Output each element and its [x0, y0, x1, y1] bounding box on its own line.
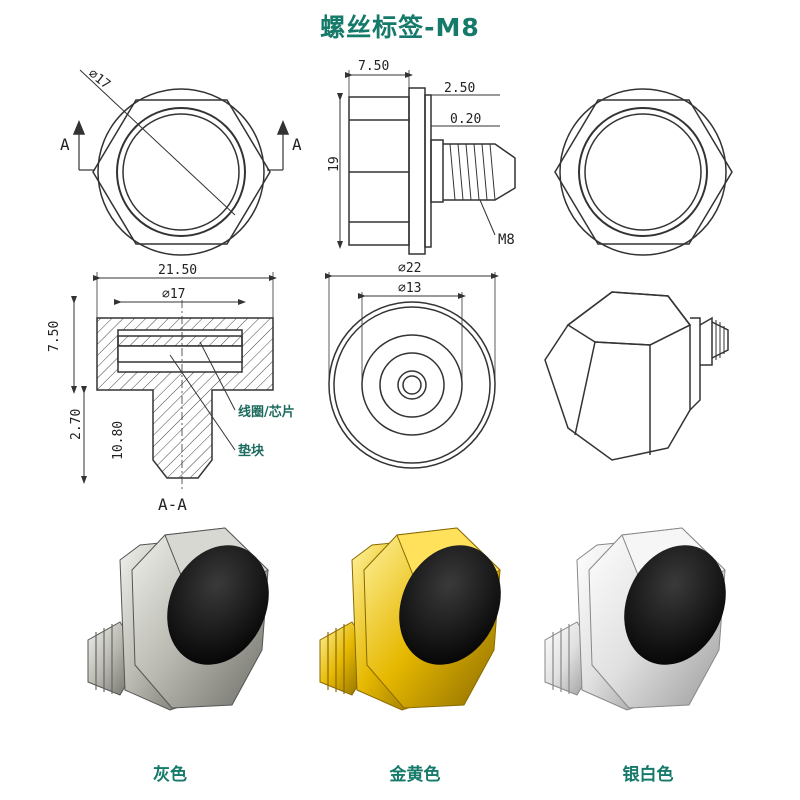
height-2-70-label: 2.70 [69, 409, 84, 440]
front-view [72, 69, 290, 256]
variant-silver-caption: 银白色 [622, 765, 674, 785]
section-a-a-label: A-A [158, 495, 187, 514]
height-10-80-label: 10.80 [111, 421, 126, 460]
side-view [337, 70, 516, 255]
section-arrow-left-label: A [60, 135, 70, 154]
width-21-50-label: 21.50 [158, 263, 197, 278]
variant-gold-caption: 金黄色 [389, 765, 441, 785]
height-7-50-label: 7.50 [47, 321, 62, 352]
height-19-label: 19 [327, 156, 342, 172]
diam-22-label: ⌀22 [398, 261, 421, 276]
bottom-view [325, 272, 499, 469]
variant-silver-render [544, 527, 726, 711]
section-arrow-right-label: A [292, 135, 302, 154]
variant-gold-render [319, 527, 501, 711]
isometric-view [544, 291, 729, 461]
width-7-50-label: 7.50 [358, 59, 389, 74]
variant-gray-caption: 灰色 [153, 765, 187, 785]
thread-m8-label: M8 [498, 232, 515, 248]
thick-2-50-label: 2.50 [444, 81, 475, 96]
diam-17-section-label: ⌀17 [162, 287, 185, 302]
page-title: 螺丝标签-M8 [320, 13, 480, 42]
diam-13-label: ⌀13 [398, 281, 421, 296]
callout-pad-label: 垫块 [238, 443, 265, 459]
section-view [71, 272, 277, 490]
back-view [554, 88, 733, 256]
callout-coil-label: 线圈/芯片 [238, 404, 295, 420]
variant-gray-render [87, 527, 269, 711]
diam-17-top-label: ⌀17 [85, 66, 113, 92]
gap-0-20-label: 0.20 [450, 112, 481, 127]
